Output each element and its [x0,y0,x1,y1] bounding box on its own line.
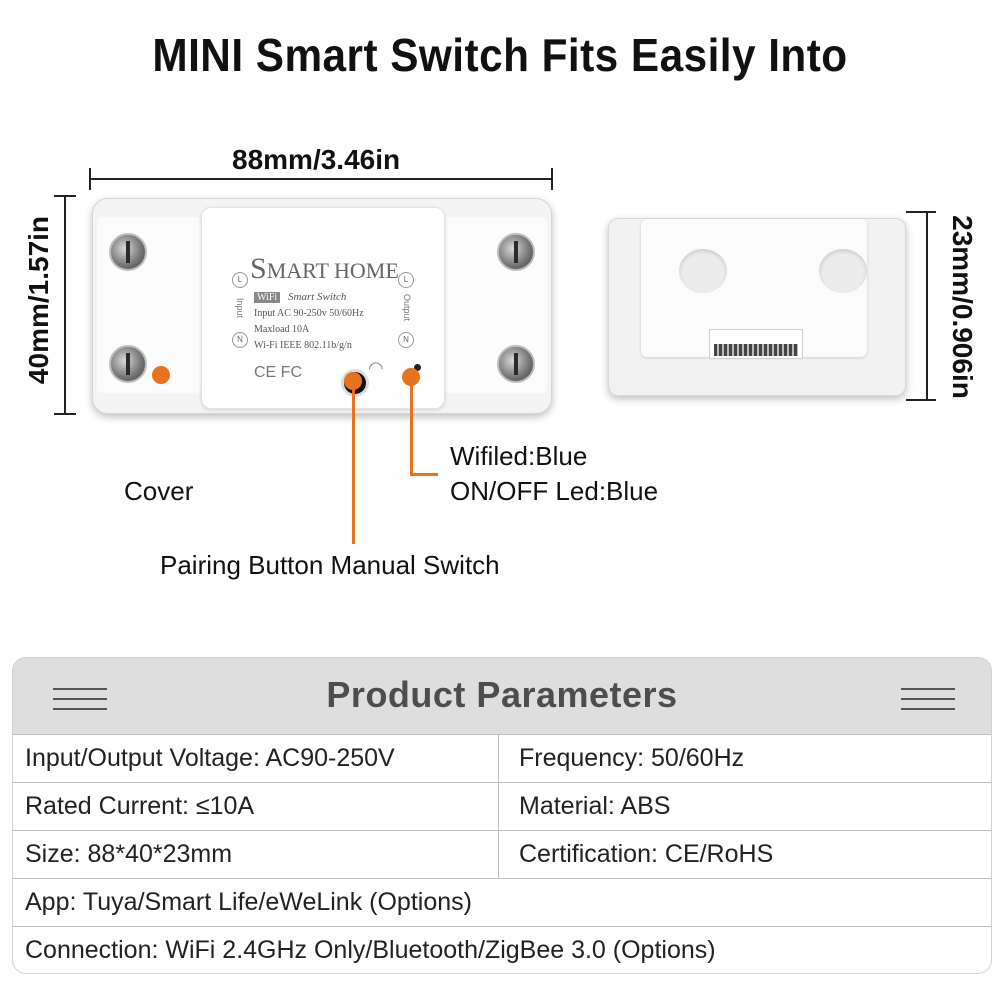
pairing-callout-label: Pairing Button Manual Switch [160,550,500,580]
parameters-title: Product Parameters [326,674,678,715]
mount-hole-right [819,249,867,293]
terminal-n-left: N [232,332,248,348]
width-dimension-line [90,178,552,180]
param-divider [498,831,499,878]
height-dimension-line [64,196,66,414]
terminal-l-right: L [398,272,414,288]
screw-top-left [109,233,147,271]
height-dimension-label: 40mm/1.57in [23,215,54,385]
param-row-3: Size: 88*40*23mm Certification: CE/RoHS [13,830,991,878]
depth-dimension-label: 23mm/0.906in [947,215,978,399]
screw-bottom-right [497,345,535,383]
cover-callout-label: Cover [124,476,194,506]
mount-hole-left [679,249,727,293]
param-row-5: Connection: WiFi 2.4GHz Only/Bluetooth/Z… [13,926,991,973]
wifi-led-label: Wifiled:Blue [450,441,588,471]
param-row-1: Input/Output Voltage: AC90-250V Frequenc… [13,734,991,782]
terminal-slot [709,329,803,359]
device-front-view: SMART HOME WiFi Smart Switch Input AC 90… [92,198,552,414]
cert-marks: CE FC [254,364,302,381]
pairing-callout-line [352,386,355,544]
cover-callout-dot [152,366,170,384]
brand-logo: SMART HOME [250,252,399,286]
wifi-symbol-icon: ◠ [368,358,384,378]
device-side-view [608,218,906,396]
led-callout-dot [402,368,420,386]
height-dimension-tick-bottom [54,413,76,415]
output-side-label: Output [402,294,412,322]
maxload-spec: Maxload 10A [254,324,310,335]
wifi-tag: WiFi [254,292,281,303]
param-connection: Connection: WiFi 2.4GHz Only/Bluetooth/Z… [25,936,716,964]
param-voltage: Input/Output Voltage: AC90-250V [25,744,395,772]
product-parameters-panel: Product Parameters Input/Output Voltage:… [12,657,992,974]
param-divider [498,735,499,782]
input-side-label: Input [235,298,245,319]
right-decor-lines-icon [901,688,955,710]
side-top-block [641,219,867,357]
onoff-led-label: ON/OFF Led:Blue [450,476,659,506]
depth-dimension-tick-top [906,211,936,213]
width-dimension-tick-left [89,168,91,190]
left-decor-lines-icon [53,688,107,710]
param-size: Size: 88*40*23mm [25,840,233,868]
depth-dimension-tick-bottom [906,399,936,401]
terminal-slot-contacts [714,344,798,356]
param-current: Rated Current: ≤10A [25,792,255,820]
screw-bottom-left [109,345,147,383]
brand-rest: MART HOME [266,258,399,283]
param-row-4: App: Tuya/Smart Life/eWeLink (Options) [13,878,991,926]
height-dimension-tick-top [54,195,76,197]
terminal-n-right: N [398,332,414,348]
param-frequency: Frequency: 50/60Hz [519,744,745,772]
center-label-plate: SMART HOME WiFi Smart Switch Input AC 90… [201,207,445,409]
param-certification: Certification: CE/RoHS [519,840,774,868]
brand-initial: S [250,252,267,285]
pairing-callout-dot [344,372,362,390]
param-row-2: Rated Current: ≤10A Material: ABS [13,782,991,830]
param-material: Material: ABS [519,792,671,820]
headline: MINI Smart Switch Fits Easily Into [152,29,848,81]
depth-dimension-line [926,212,928,400]
led-callout-line-horizontal [410,473,438,476]
wifi-spec: Wi-Fi IEEE 802.11b/g/n [254,340,352,351]
width-dimension-tick-right [551,168,553,190]
width-dimension-label: 88mm/3.46in [232,144,401,175]
led-callout-line-vertical [410,382,413,476]
status-led [414,364,421,371]
param-divider [498,783,499,830]
input-spec: Input AC 90-250v 50/60Hz [254,308,364,319]
product-name: Smart Switch [288,291,347,303]
screw-top-right [497,233,535,271]
terminal-l-left: L [232,272,248,288]
param-app: App: Tuya/Smart Life/eWeLink (Options) [25,888,472,916]
parameters-header: Product Parameters [13,658,991,734]
